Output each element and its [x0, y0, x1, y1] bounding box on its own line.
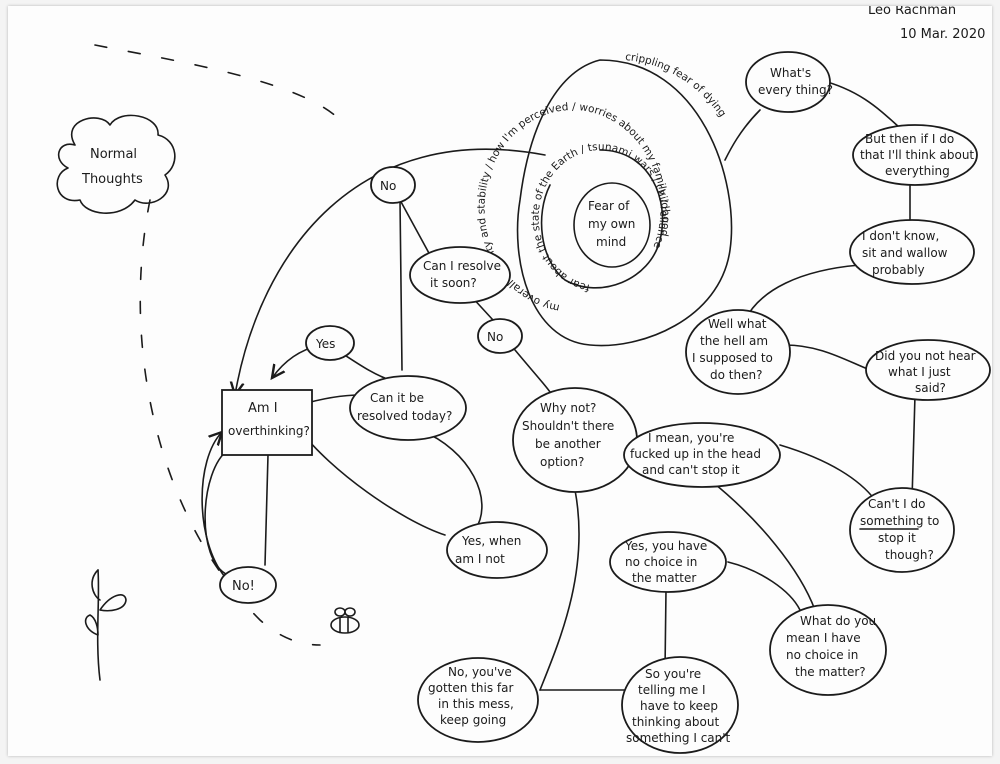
node-but-then: But then if I do that I'll think about e… [852, 124, 978, 186]
svg-text:the matter: the matter [632, 571, 696, 585]
node-i-mean: I mean, you're fucked up in the head and… [623, 422, 781, 488]
svg-text:Did you not hear: Did you not hear [875, 349, 976, 363]
node-am-i-overthinking: Am I overthinking? [221, 389, 313, 456]
svg-text:the hell am: the hell am [700, 334, 768, 348]
svg-text:No: No [487, 330, 503, 344]
connectors [201, 79, 916, 691]
paper: Leo Rachman 10 Mar. 2020 Normal Thoughts [8, 6, 992, 756]
svg-text:No!: No! [232, 579, 255, 594]
svg-text:stop it: stop it [878, 531, 916, 545]
svg-text:gotten this far: gotten this far [428, 681, 513, 695]
svg-text:mean I have: mean I have [786, 631, 861, 645]
svg-text:No: No [380, 179, 396, 193]
node-did-you-not-hear: Did you not hear what I just said? [865, 339, 991, 401]
svg-text:Yes, when: Yes, when [461, 534, 521, 548]
svg-text:have to keep: have to keep [640, 699, 718, 713]
svg-text:probably: probably [872, 263, 925, 277]
svg-text:it soon?: it soon? [430, 276, 477, 290]
svg-text:Well what: Well what [708, 317, 767, 331]
svg-text:Why not?: Why not? [540, 401, 596, 415]
node-no-exclaim: No! [219, 566, 277, 604]
spiral-ring-outer: crippling fear of dying [625, 51, 729, 119]
bee-doodle [330, 607, 360, 634]
svg-text:Yes: Yes [315, 337, 335, 351]
svg-text:I mean, you're: I mean, you're [648, 431, 734, 445]
central-spiral: Fear of my own mind fear about the state… [476, 51, 733, 347]
svg-text:the matter?: the matter? [795, 665, 866, 679]
svg-text:everything: everything [885, 164, 950, 178]
cloud-label-line1: Normal [90, 147, 137, 162]
dashed-boundary-lower [139, 199, 321, 646]
svg-text:Yes, you have: Yes, you have [624, 539, 707, 553]
mind-map-diagram: Leo Rachman 10 Mar. 2020 Normal Thoughts [56, 6, 991, 754]
svg-text:telling me I: telling me I [638, 683, 706, 697]
core-fear-line2: my own [588, 217, 635, 231]
node-i-dont-know: I don't know, sit and wallow probably [849, 219, 975, 285]
node-no-mid: No [477, 318, 523, 354]
node-yes-no-choice: Yes, you have no choice in the matter [609, 531, 727, 593]
node-whats-everything: What's every thing? [745, 51, 833, 113]
node-can-it-be-resolved-today: Can it be resolved today? [349, 375, 467, 441]
svg-text:Shouldn't there: Shouldn't there [522, 419, 614, 433]
svg-text:What do you: What do you [800, 614, 876, 628]
svg-text:I supposed to: I supposed to [692, 351, 773, 365]
node-yes-when-am-i-not: Yes, when am I not [446, 521, 548, 579]
svg-text:said?: said? [915, 381, 946, 395]
node-no-youve-gotten: No, you've gotten this far in this mess,… [417, 657, 539, 743]
svg-text:option?: option? [540, 455, 584, 469]
svg-text:But then if I do: But then if I do [865, 132, 954, 146]
svg-text:that I'll think about: that I'll think about [860, 148, 974, 162]
node-what-do-you-mean: What do you mean I have no choice in the… [769, 604, 887, 696]
svg-text:I don't know,: I don't know, [862, 229, 939, 243]
svg-text:Can't I do: Can't I do [868, 497, 925, 511]
svg-text:and can't stop it: and can't stop it [642, 463, 740, 477]
svg-text:fucked up in the head: fucked up in the head [630, 447, 761, 461]
cloud-label-line2: Thoughts [81, 172, 143, 187]
dashed-boundary [94, 44, 341, 121]
svg-text:resolved today?: resolved today? [357, 409, 452, 423]
normal-thoughts-cloud: Normal Thoughts [56, 114, 176, 214]
node-so-youre-telling-me: So you're telling me I have to keep thin… [621, 656, 739, 754]
svg-text:sit and wallow: sit and wallow [862, 246, 948, 260]
author-name: Leo Rachman [868, 6, 956, 18]
svg-text:be another: be another [535, 437, 601, 451]
svg-text:though?: though? [885, 548, 934, 562]
svg-text:thinking about: thinking about [632, 715, 719, 729]
svg-text:do then?: do then? [710, 368, 762, 382]
svg-text:every thing?: every thing? [758, 83, 833, 97]
core-fear-line3: mind [596, 235, 626, 249]
node-cant-i-do-something: Can't I do something to stop it though? [849, 487, 955, 573]
node-why-not: Why not? Shouldn't there be another opti… [512, 387, 638, 493]
svg-text:what I just: what I just [888, 365, 951, 379]
svg-text:No, you've: No, you've [448, 665, 512, 679]
svg-text:keep going: keep going [440, 713, 506, 727]
svg-text:What's: What's [770, 66, 811, 80]
plant-doodle [84, 569, 127, 681]
node-yes: Yes [305, 325, 355, 361]
svg-text:Can it be: Can it be [370, 391, 424, 405]
svg-text:So you're: So you're [645, 667, 701, 681]
svg-text:something I can't: something I can't [626, 731, 731, 745]
core-fear-line1: Fear of [588, 199, 630, 213]
svg-text:Am I: Am I [248, 401, 278, 416]
node-well-what: Well what the hell am I supposed to do t… [685, 309, 791, 395]
date: 10 Mar. 2020 [900, 27, 985, 42]
svg-text:in this mess,: in this mess, [438, 697, 514, 711]
node-can-resolve-soon: Can I resolve it soon? [409, 246, 511, 304]
node-no-top: No [370, 166, 416, 204]
svg-text:no choice in: no choice in [786, 648, 858, 662]
svg-text:Can I resolve: Can I resolve [423, 259, 501, 273]
svg-text:something to: something to [860, 514, 939, 528]
svg-text:am I not: am I not [455, 552, 505, 566]
svg-text:no choice in: no choice in [625, 555, 697, 569]
svg-text:overthinking?: overthinking? [228, 424, 310, 438]
